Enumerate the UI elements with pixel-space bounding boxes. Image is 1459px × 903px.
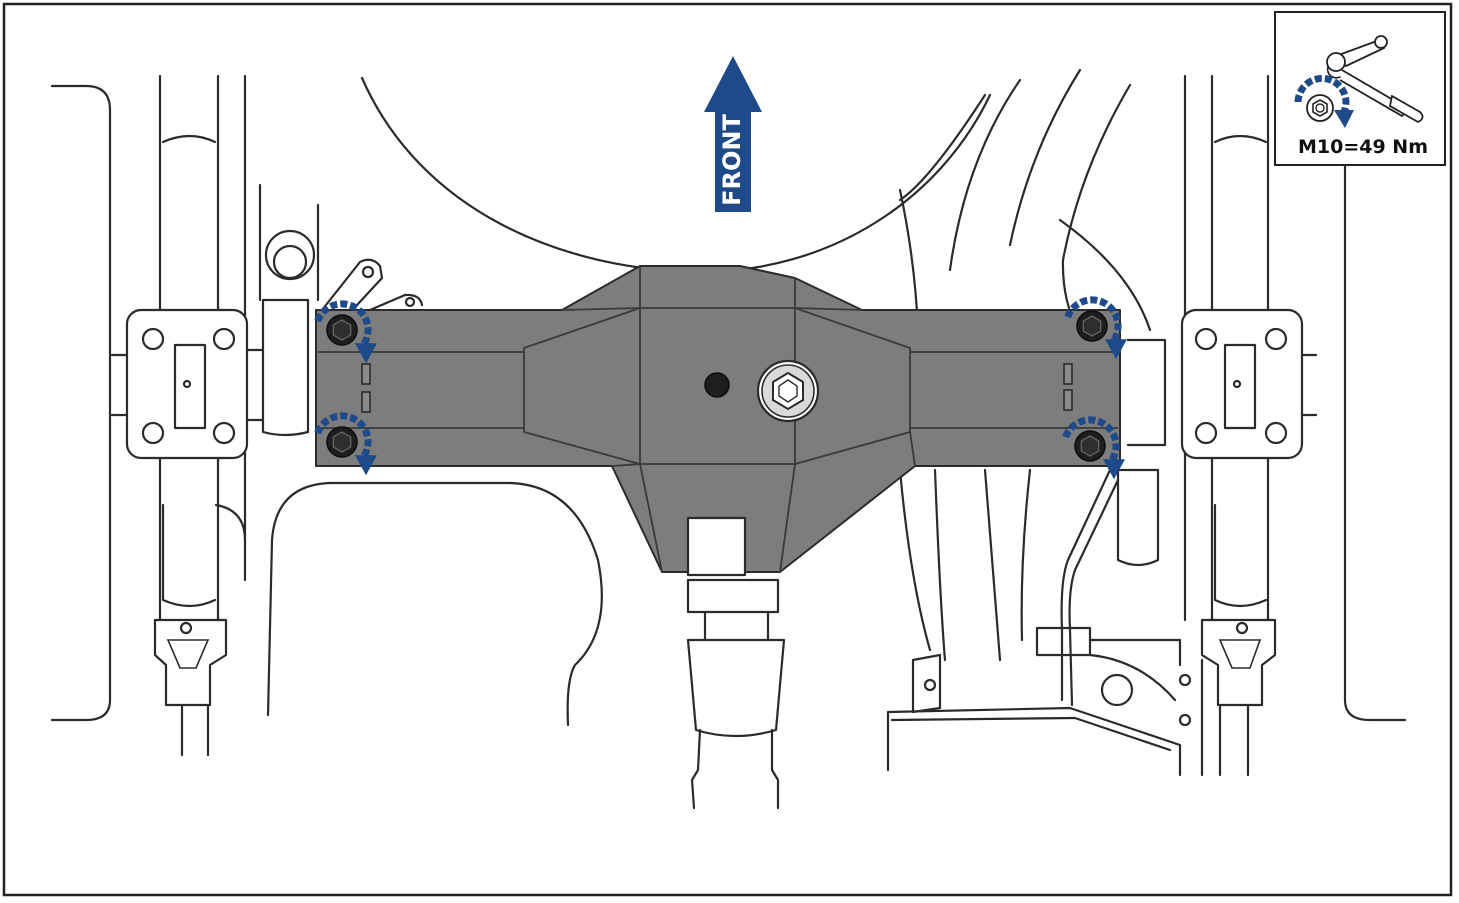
- front-label: FRONT: [718, 114, 746, 206]
- bolt-rear-left: [314, 412, 377, 476]
- bolt-front-left: [314, 300, 377, 364]
- torque-wrench-icon: [1326, 35, 1424, 124]
- arrow-head-icon: [355, 455, 377, 476]
- clockwise-arrow-icon: [314, 300, 372, 348]
- chassis-line-art: [50, 68, 1407, 810]
- clockwise-arrow-icon: [314, 412, 372, 460]
- clockwise-arrow-icon: [1062, 416, 1120, 464]
- front-direction-arrow: FRONT: [704, 56, 762, 212]
- left-spring-mount: [110, 308, 264, 460]
- bolt-rear-right: [1062, 416, 1125, 480]
- arrow-head-icon: [1103, 459, 1125, 480]
- differential-skid-plate: [315, 265, 1121, 577]
- clockwise-arrow-icon: [1064, 296, 1122, 344]
- arrow-head-icon: [355, 343, 377, 364]
- bolt-front-right: [1064, 296, 1127, 360]
- torque-spec-label: M10=49 Nm: [1298, 136, 1428, 158]
- clockwise-arrow-icon: [1294, 74, 1354, 128]
- torque-spec-inset: M10=49 Nm: [1274, 11, 1446, 166]
- arrow-head-icon: [1105, 339, 1127, 360]
- right-spring-mount: [1180, 308, 1318, 460]
